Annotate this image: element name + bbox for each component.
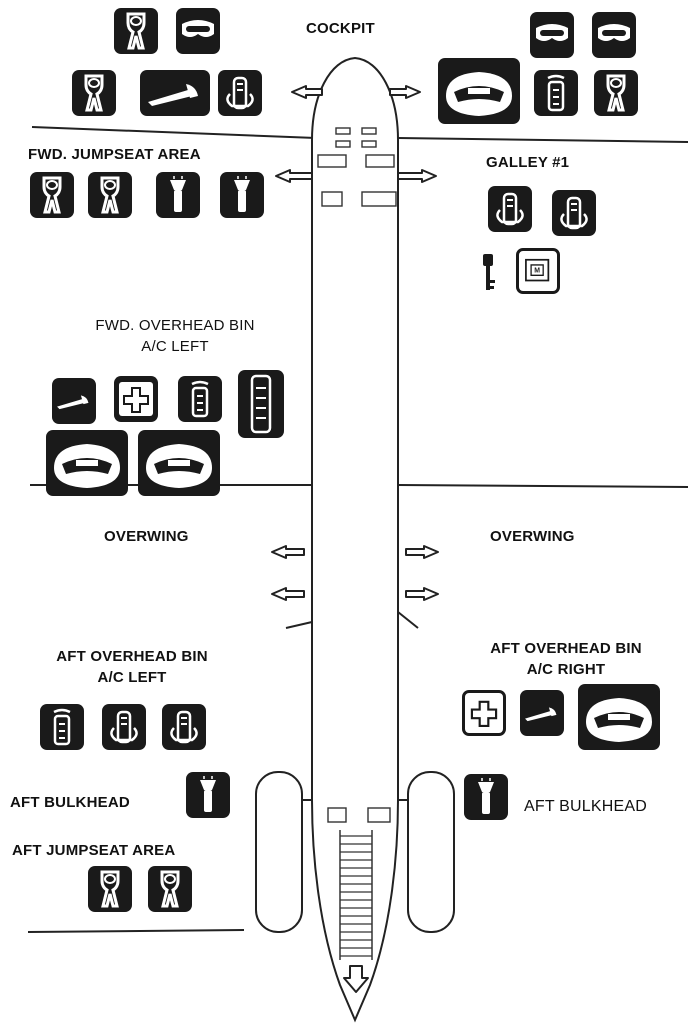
life-raft-icon	[138, 430, 220, 496]
flashlight-icon	[464, 774, 508, 820]
oxygen-bottle-icon	[218, 70, 262, 116]
label-fwd-jumpseat: FWD. JUMPSEAT AREA	[28, 146, 201, 163]
pbe-hood-icon	[148, 866, 192, 912]
svg-text:M: M	[534, 268, 540, 275]
pbe-hood-icon	[114, 8, 158, 54]
label-galley: GALLEY #1	[486, 154, 570, 171]
goggles-icon	[176, 8, 220, 54]
first-aid-kit-icon	[462, 690, 506, 736]
label-aft-bulkhead-left: AFT BULKHEAD	[10, 794, 130, 811]
pbe-hood-icon	[30, 172, 74, 218]
life-raft-icon	[578, 684, 660, 750]
fire-extinguisher-icon	[40, 704, 84, 750]
label-overwing-left: OVERWING	[104, 528, 189, 545]
label-aft-bulkhead-right: AFT BULKHEAD	[524, 798, 648, 815]
label-fwd-bin-line2: A/C LEFT	[141, 338, 209, 355]
oxygen-bottle-icon	[162, 704, 206, 750]
flashlight-icon	[186, 772, 230, 818]
label-aft-bin-right: AFT OVERHEAD BIN A/C RIGHT	[456, 640, 676, 678]
pbe-hood-icon	[88, 172, 132, 218]
goggles-icon	[592, 12, 636, 58]
oxygen-bottle-icon	[552, 190, 596, 236]
key-icon	[476, 250, 500, 296]
flashlight-icon	[220, 172, 264, 218]
label-aft-bin-right-line2: A/C RIGHT	[526, 661, 606, 678]
fire-extinguisher-icon	[178, 376, 222, 422]
label-aft-bin-left: AFT OVERHEAD BIN A/C LEFT	[22, 648, 242, 686]
pbe-hood-icon	[72, 70, 116, 116]
fire-extinguisher-icon	[534, 70, 578, 116]
label-fwd-bin: FWD. OVERHEAD BIN A/C LEFT	[60, 317, 290, 355]
crash-axe-icon	[520, 690, 564, 736]
first-aid-kit-icon	[114, 376, 158, 422]
label-aft-jumpseat: AFT JUMPSEAT AREA	[12, 842, 176, 859]
crash-axe-icon	[52, 378, 96, 424]
pbe-hood-icon	[594, 70, 638, 116]
label-overwing-right: OVERWING	[490, 528, 575, 545]
label-aft-bin-right-line1: AFT OVERHEAD BIN	[490, 640, 642, 657]
pbe-hood-icon	[88, 866, 132, 912]
label-aft-bin-left-line2: A/C LEFT	[97, 669, 167, 686]
oxygen-bottle-icon	[488, 186, 532, 232]
flashlight-icon	[156, 172, 200, 218]
label-fwd-bin-line1: FWD. OVERHEAD BIN	[95, 317, 255, 334]
crash-axe-icon	[140, 70, 210, 116]
megaphone-icon	[238, 370, 284, 438]
medical-kit-icon: M	[516, 248, 560, 294]
life-raft-icon	[438, 58, 520, 124]
goggles-icon	[530, 12, 574, 58]
life-raft-icon	[46, 430, 128, 496]
label-aft-bin-left-line1: AFT OVERHEAD BIN	[56, 648, 208, 665]
oxygen-bottle-icon	[102, 704, 146, 750]
label-cockpit: COCKPIT	[306, 20, 375, 37]
